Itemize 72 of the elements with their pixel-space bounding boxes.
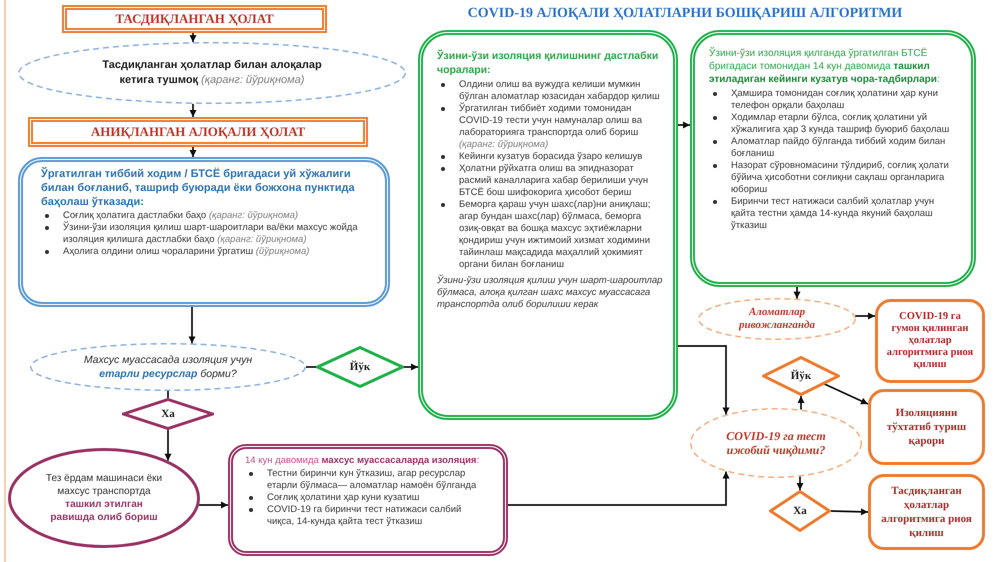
outcome-text: COVID-19 га гумон қилинган ҳолатлар алгоритмига риоя қилиш — [886, 311, 974, 371]
arrow — [190, 33, 196, 42]
bullet-text: Тестни биринчи кун ўтказиш, агар ресурслар етарли бўлмаса— аломатлар намоён бўлганда — [267, 468, 478, 492]
bullet-text: Беморга қараш учун шахс(лар)ни аниқлаш; агар бундан шахс(лар) бўлмаса, беморга озиқ-овқат ва бошқа махсус эҳтиёжларни қондириш учун ижтимоий хизмат ходимини тайинлаш мақсадида маҳаллий ҳокимият органи билан боғланиш — [459, 199, 652, 271]
heading-text: Ўзини-ўзи изоляция қилганда ўргатилган БТСЁ бригадаси томонидан 14 кун давомида ташкил этиладиган кейинги кузатув чора-тадбирлари: — [709, 47, 941, 86]
bullet-text: Соғлиқ ҳолатига дастлабки баҳо (қаранг: йўриқнома) — [63, 210, 298, 221]
bullet-text: Аломатлар пайдо бўлганда тиббий ходим билан боғланиш — [731, 136, 946, 160]
arrow — [678, 122, 690, 128]
arrow — [678, 345, 730, 415]
outcome-text: Изоляцияни тўхтатиб туриш қарори — [886, 406, 968, 448]
banner-text: АНИҚЛАНГАН АЛОҚАЛИ ҲОЛАТ — [90, 124, 306, 140]
question-text: Махсус муассасада изоляция учун етарли ресурслар борми? — [82, 353, 254, 381]
note-text: Ўзини-ўзи изоляция қилиш учун шарт-шароитлар бўлмаса, алоқа қилган шахс махсус муассасага транспортда олиб борилиши керак — [437, 275, 663, 311]
diagram-title: COVID-19 АЛОҚАЛИ ҲОЛАТЛАРНИ БОШҚАРИШ АЛГОРИТМИ — [466, 5, 904, 22]
arrow — [199, 502, 228, 508]
condition-ellipse — [698, 298, 856, 340]
bullet-text: Биринчи тест натижаси салбий ҳолатлар учун қайта тестни ҳамда 14-кунда якуний баҳолаш ўтказиш — [731, 196, 936, 232]
transport-ellipse — [8, 448, 200, 548]
banner-text: ТАСДИҚЛАНГАН ҲОЛАТ — [115, 11, 274, 27]
decision-diamond — [769, 490, 831, 532]
decision-ellipse — [690, 408, 862, 478]
bullet-text: COVID-19 га биринчи тест натижаси салбий чиқса, 14-кунда қайта тест ўтказиш — [267, 504, 462, 528]
heading-text: Ўргатилган тиббий ходим / БТСЁ бригадаси уй хўжалиги билан боғланиб, ташриф буюради ёки божхона пунктида баҳолаш ўтказади: — [41, 167, 356, 209]
self-isolation-card — [418, 30, 678, 420]
answer-text: Йўк — [790, 370, 812, 382]
outcome-box — [868, 474, 985, 550]
arrow — [830, 508, 868, 516]
bullet-text: Кейинги кузатув борасида ўзаро келишув — [459, 151, 642, 163]
decision-diamond — [762, 356, 840, 396]
decision-diamond — [316, 346, 404, 388]
dashed-ellipse — [18, 42, 406, 104]
arrow — [798, 396, 804, 410]
bullet-text: Назорат сўровномасини тўлдириб, соғлиқ ҳолати бўйича ҳисоботни соғлиқни сақлаш органларига юбориш — [731, 160, 950, 196]
isolation-card — [228, 444, 508, 556]
connector-line — [167, 391, 169, 398]
step-text: Тез ёрдам машинаси ёки махсус транспортда ташкил этилган равишда олиб бориш — [44, 472, 164, 524]
bullet-text: Ўзини-ўзи изоляция қилиш шарт-шароитлари ва/ёки махсус жойда изоляция қилишга дастлабки баҳо (қаранг: йўриқнома) — [63, 222, 359, 246]
connector-line — [306, 366, 316, 368]
arrow — [190, 147, 196, 157]
arrow — [855, 312, 875, 320]
follow-up-card — [690, 30, 976, 287]
bullet-text: Ҳамшира томонидан соғлиқ ҳолатини ҳар куни телефон орқали баҳолаш — [731, 88, 939, 112]
bullet-text: Олдини олиш ва вужудга келиши мумкин бўлган аломатлар юзасидан хабардор қилиш — [459, 79, 661, 102]
answer-text: Ха — [793, 504, 807, 518]
condition-text: Аломатлар ривожланганда — [737, 306, 816, 332]
arrow — [404, 364, 418, 370]
heading-text: 14 кун давомида махсус муассасаларда изоляция: — [245, 455, 480, 467]
arrow — [794, 287, 800, 299]
outcome-box — [868, 389, 985, 465]
arrow — [824, 383, 868, 405]
bullet-text: Ҳолатни рўйхатга олиш ва эпидназорат расмий каналларига хабар берилиши учун БТСЁ бош шифокорига ҳисобот бериш — [459, 163, 650, 199]
status-banner — [28, 117, 368, 147]
arrow — [508, 471, 730, 506]
answer-text: Ха — [161, 408, 175, 420]
decision-diamond — [122, 398, 214, 430]
question-text: COVID-19 га тест ижобий чиқдими? — [725, 429, 827, 457]
arrow — [188, 307, 196, 344]
bullet-text: Ўргатилган тиббиёт ходими томонидан COVID-19 тести учун намуналар олиш ва лабораторияга транспортда олиб бориш (қаранг: йўриқнома) — [459, 103, 643, 151]
answer-text: Йўк — [350, 360, 370, 374]
outcome-box — [875, 299, 985, 383]
heading-text: Ўзини-ўзи изоляция қилишнинг дастлабки чоралари: — [437, 49, 660, 77]
bullet-text: Соғлиқ ҳолатини ҳар куни кузатиш — [267, 492, 420, 504]
arrow — [164, 430, 172, 461]
outcome-text: Тасдиқланган ҳолатлар алгоритмига риоя қилиш — [880, 484, 973, 540]
arrow — [190, 104, 196, 117]
decision-ellipse — [30, 343, 306, 391]
step-text: Тасдиқланган ҳолатлар билан алоқалар кетига тушмоқ (қаранг: йўриқнома) — [101, 58, 323, 88]
assessment-card — [18, 157, 390, 307]
arrow — [796, 476, 804, 490]
status-banner — [62, 5, 327, 33]
bullet-text: Аҳолига олдини олиш чораларини ўргатиш (йўриқнома) — [63, 246, 310, 258]
bullet-text: Ходимлар етарли бўлса, соғлиқ ҳолатини уй хўжалигига ҳар 3 кунда ташриф буюриб баҳолаш — [731, 112, 950, 136]
